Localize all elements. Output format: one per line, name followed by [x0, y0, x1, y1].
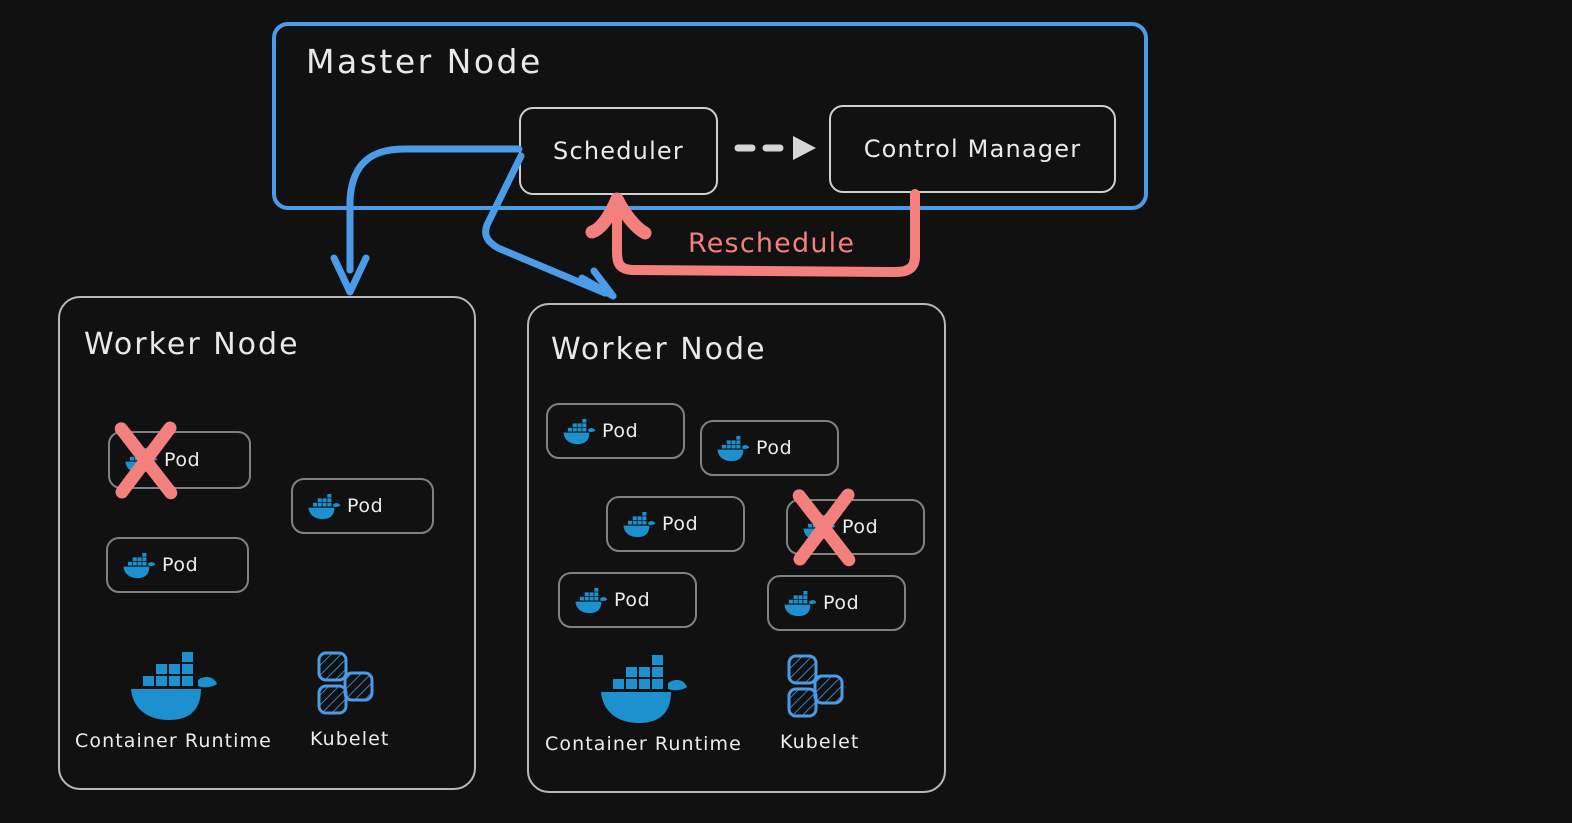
pod-label: Pod — [602, 420, 639, 442]
kubelet-icon — [785, 653, 855, 727]
pod-box[interactable]: Pod — [108, 431, 251, 489]
master-node-title: Master Node — [306, 42, 543, 81]
pod-box[interactable]: Pod — [606, 496, 745, 552]
docker-whale-icon — [716, 435, 750, 462]
kubelet-icon — [315, 650, 385, 724]
docker-whale-icon — [597, 653, 689, 729]
scheduler-label: Scheduler — [553, 137, 684, 165]
control-manager-label: Control Manager — [863, 135, 1082, 163]
docker-whale-icon — [783, 590, 817, 617]
pod-label: Pod — [162, 554, 199, 576]
docker-whale-icon — [127, 650, 219, 726]
docker-whale-icon — [574, 587, 608, 614]
docker-whale-icon — [802, 514, 836, 541]
docker-whale-icon — [307, 493, 341, 520]
kubelet-label-2: Kubelet — [780, 731, 860, 753]
scheduler-component[interactable]: Scheduler — [519, 107, 718, 195]
pod-box[interactable]: Pod — [786, 499, 925, 555]
kubelet-group-2: Kubelet — [780, 653, 859, 753]
pod-label: Pod — [823, 592, 860, 614]
pod-label: Pod — [614, 589, 651, 611]
docker-whale-icon — [622, 511, 656, 538]
pod-box[interactable]: Pod — [291, 478, 434, 534]
worker-node-1-title: Worker Node — [84, 327, 300, 362]
pod-box[interactable]: Pod — [767, 575, 906, 631]
pod-box[interactable]: Pod — [700, 420, 839, 476]
pod-label: Pod — [347, 495, 384, 517]
container-runtime-group-1: Container Runtime — [75, 650, 272, 752]
pod-box[interactable]: Pod — [546, 403, 685, 459]
kubelet-group-1: Kubelet — [310, 650, 389, 750]
docker-whale-icon — [124, 447, 158, 474]
reschedule-label: Reschedule — [688, 228, 856, 259]
container-runtime-group-2: Container Runtime — [545, 653, 742, 755]
docker-whale-icon — [122, 552, 156, 579]
pod-label: Pod — [756, 437, 793, 459]
docker-whale-icon — [562, 418, 596, 445]
control-manager-component[interactable]: Control Manager — [829, 105, 1116, 193]
kubelet-label-1: Kubelet — [310, 728, 390, 750]
container-runtime-label-2: Container Runtime — [545, 733, 742, 755]
worker-node-2-title: Worker Node — [551, 332, 767, 367]
pod-box[interactable]: Pod — [106, 537, 249, 593]
pod-label: Pod — [842, 516, 879, 538]
pod-label: Pod — [662, 513, 699, 535]
pod-box[interactable]: Pod — [558, 572, 697, 628]
pod-label: Pod — [164, 449, 201, 471]
container-runtime-label-1: Container Runtime — [75, 730, 272, 752]
